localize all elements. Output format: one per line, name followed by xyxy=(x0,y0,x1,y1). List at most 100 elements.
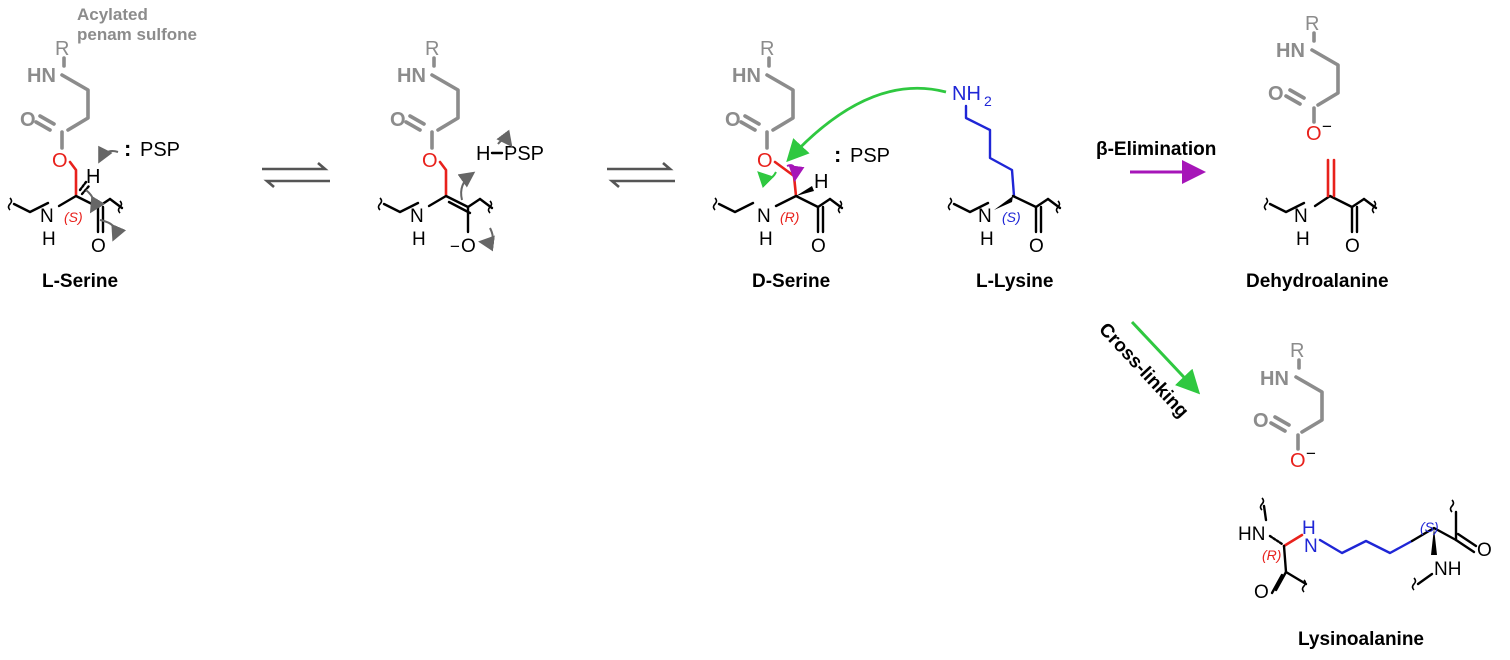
stereo-r-dserine: (R) xyxy=(780,209,799,225)
electron-push-arrow-2 xyxy=(99,219,127,242)
stereo-s-lysine: (S) xyxy=(1002,209,1021,225)
nh-h-label-2: H xyxy=(412,229,426,250)
l-serine-structure: R Acylated penam sulfone HN O O N H O H … xyxy=(7,5,197,257)
co-o-label: O xyxy=(91,236,106,257)
wavy-bond-right xyxy=(117,200,123,214)
carbonyl-o-label: O xyxy=(20,109,36,131)
wavy-bond-right-2 xyxy=(487,200,493,214)
lal-ala-backbone xyxy=(1282,544,1308,586)
dha-co-double-bond xyxy=(1350,205,1359,234)
carboxylate-minus-bottom: − xyxy=(1306,444,1316,463)
cross-linking-arrow xyxy=(1130,320,1201,395)
lys-wavy-left xyxy=(947,197,953,211)
substrate-chain-3 xyxy=(765,73,795,132)
h-psp-label: PSP xyxy=(504,143,544,165)
carboxylate-o-top: O xyxy=(1306,123,1322,145)
backbone-left xyxy=(12,201,50,214)
lal-alanine-ch2 xyxy=(1282,533,1304,548)
carboxylate-minus-top: − xyxy=(1322,117,1332,136)
lal-wavy-top-right xyxy=(1449,499,1455,513)
lys-backbone-center xyxy=(1011,194,1050,209)
nh2-subscript: 2 xyxy=(984,93,992,109)
dha-h-label: H xyxy=(1296,229,1310,250)
nh-n-label: N xyxy=(40,206,54,227)
r-group-label: R xyxy=(55,38,69,60)
ester-o-label-3: O xyxy=(757,150,773,172)
lal-wavy-bottom-right xyxy=(1411,577,1417,591)
dha-backbone-left xyxy=(1268,201,1306,214)
nh-n-label-2: N xyxy=(410,206,424,227)
nh-h-label: H xyxy=(42,229,56,250)
co-o-label-3: O xyxy=(811,236,826,257)
carbonyl-double-bond-2 xyxy=(404,114,426,132)
backbone-center xyxy=(57,194,112,209)
acyl-co-double-top xyxy=(1284,88,1306,106)
lal-ala-o: O xyxy=(1254,582,1269,603)
backbone-center-2 xyxy=(427,194,482,209)
backbone-center-3 xyxy=(774,194,832,209)
lys-co-o-label: O xyxy=(1029,236,1044,257)
deprotonation-arrow xyxy=(98,145,119,164)
equilibrium-arrow-1 xyxy=(262,162,330,188)
stereo-s-serine: (S) xyxy=(64,209,83,225)
acylated-label-line1: Acylated xyxy=(77,5,148,24)
carbonyl-o-label-2: O xyxy=(390,109,406,131)
lal-lys-co-double xyxy=(1454,532,1478,554)
substrate-chain-2 xyxy=(430,73,460,132)
hn-atom-label-4: HN xyxy=(1276,40,1305,62)
attack-push-arrow xyxy=(757,171,777,189)
wavy-bond-left-3 xyxy=(712,197,718,211)
psp-base-label-3: PSP xyxy=(850,145,890,167)
lysine-side-chain xyxy=(964,104,1016,198)
alpha-h-label: H xyxy=(86,166,100,188)
l-serine-label: L-Serine xyxy=(42,271,118,292)
wavy-bond-right-3 xyxy=(837,200,843,214)
serine-ch2-bond-2 xyxy=(438,160,448,198)
lal-hash-bond xyxy=(1268,534,1284,546)
released-acyl-top: R HN O O − xyxy=(1268,13,1340,145)
stereo-r-lal: (R) xyxy=(1262,547,1281,563)
lys-n-label: N xyxy=(978,206,992,227)
r-group-label-4: R xyxy=(1305,13,1319,35)
ester-o-label-2: O xyxy=(422,150,438,172)
lal-bond-top-left xyxy=(1262,504,1268,522)
lal-lys-nh: NH xyxy=(1434,559,1461,580)
substrate-chain xyxy=(60,73,90,132)
lys-wedge-bond xyxy=(994,196,1013,210)
stereo-s-lal: (S) xyxy=(1420,519,1439,535)
lal-lysine-chain xyxy=(1318,538,1414,555)
hn-atom-label: HN xyxy=(27,65,56,87)
co-double-bond-3 xyxy=(816,205,825,234)
r-group-label-5: R xyxy=(1290,340,1304,362)
wavy-bond-left-2 xyxy=(377,197,383,211)
enol-double-bond xyxy=(447,200,472,215)
dha-n-label: N xyxy=(1294,206,1308,227)
enolate-intermediate-structure: R HN O O N H − O H PSP xyxy=(377,38,544,257)
lal-ala-co-double xyxy=(1270,570,1288,595)
h-psp-h-label: H xyxy=(476,143,490,165)
equilibrium-arrow-2 xyxy=(607,162,675,188)
enolate-o-label: O xyxy=(461,236,476,257)
lys-h-label: H xyxy=(980,229,994,250)
wedge-bond-h xyxy=(796,186,814,196)
acyl-co-double-bottom xyxy=(1269,415,1291,433)
lal-lys-o: O xyxy=(1477,540,1492,561)
psp-base-label: PSP xyxy=(140,139,180,161)
dha-wavy-right xyxy=(1371,200,1377,214)
alpha-h-label-3: H xyxy=(814,171,828,193)
psp-lone-pair: : xyxy=(124,136,131,161)
nh-h-label-3: H xyxy=(759,229,773,250)
ester-o-label: O xyxy=(52,150,68,172)
lysinoalanine-structure: HN H N NH O (R) (S) O xyxy=(1238,497,1492,603)
carbonyl-double-bond xyxy=(34,114,56,132)
electron-push-arrow-5 xyxy=(496,129,513,148)
electron-push-arrow-4 xyxy=(457,171,476,201)
backbone-left-3 xyxy=(717,201,755,214)
nh2-label: NH xyxy=(952,83,981,105)
lal-lys-n-bond xyxy=(1416,572,1434,586)
released-acyl-bottom: R HN O O − xyxy=(1253,340,1324,472)
l-lysine-label: L-Lysine xyxy=(976,271,1053,292)
lal-wavy-bottom-left xyxy=(1301,579,1307,593)
lal-hn-label: HN xyxy=(1238,524,1265,545)
